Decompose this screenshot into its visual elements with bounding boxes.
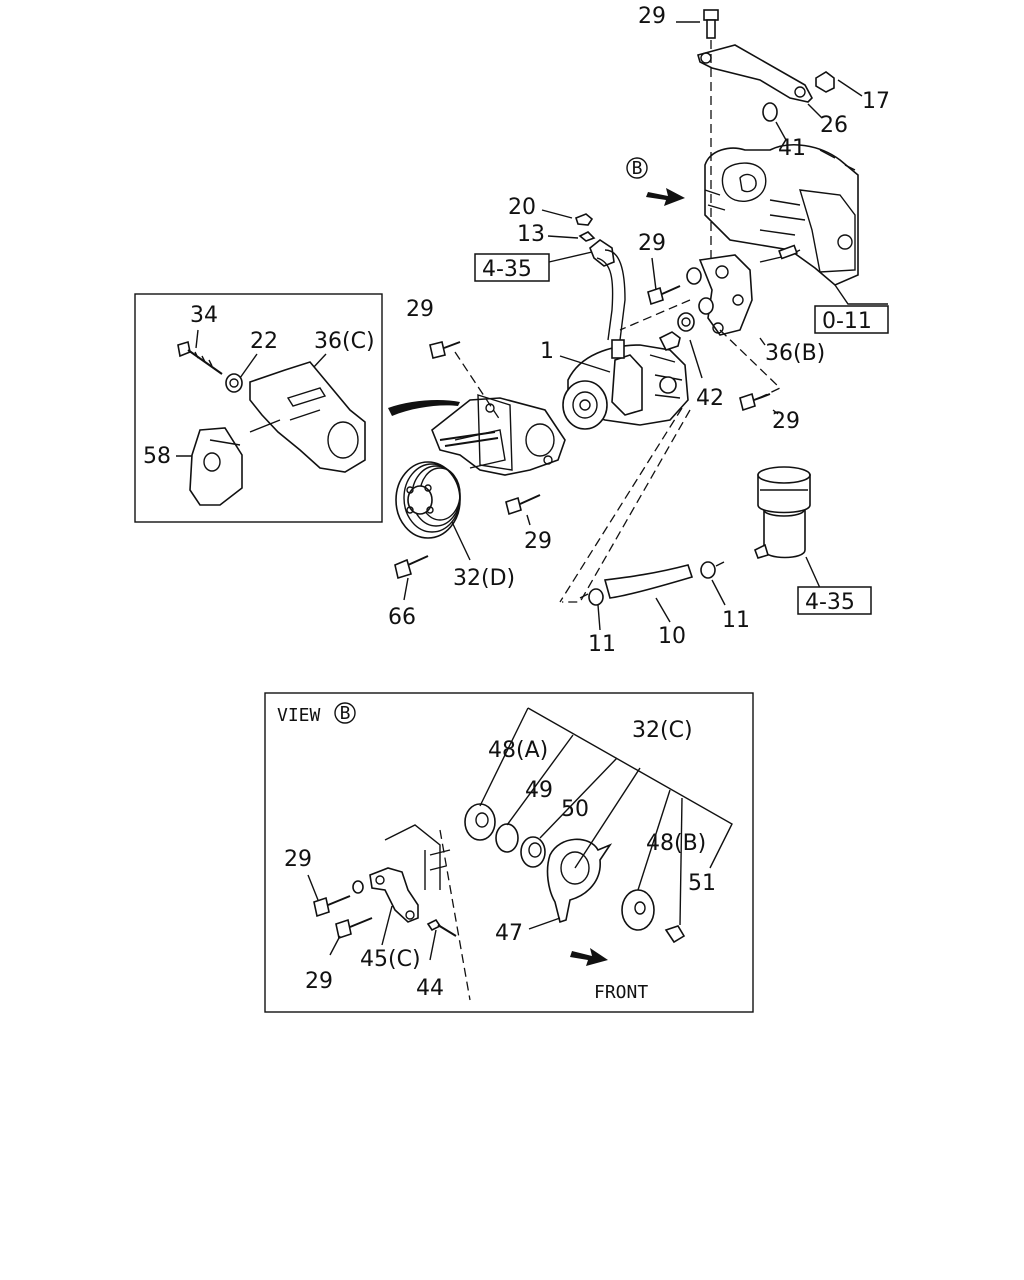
pump-bolts [394,267,771,580]
view-marker-panel: B [340,703,351,724]
callout-66: 66 [388,605,416,630]
callout-20: 20 [508,195,536,220]
callout-42: 42 [696,386,724,411]
front-arrow [570,948,608,966]
ref-4-35-bottom: 4-35 [805,590,855,615]
direction-arrow [646,188,685,206]
callout-13: 13 [517,222,545,247]
ref-0-11: 0-11 [822,309,872,334]
callout-41: 41 [778,136,806,161]
inset-pointer-arrow [388,400,460,416]
engine-block-illustration [698,144,859,336]
ref-box-0-11 [814,305,889,334]
view-marker-top: B [632,158,643,179]
callout-44: 44 [416,976,444,1001]
callout-34: 34 [190,303,218,328]
callout-labels: 29 17 26 41 20 13 29 29 34 22 36(C) 58 1… [143,4,890,1003]
callout-32d: 32(D) [453,566,515,591]
callout-29: 29 [524,529,552,554]
callout-11: 11 [722,608,750,633]
callout-48a: 48(A) [488,738,548,763]
callout-22: 22 [250,329,278,354]
view-marker-circle-top [626,157,648,179]
callout-1: 1 [540,339,554,364]
view-marker-labels: B B [340,158,643,724]
callout-29: 29 [406,297,434,322]
power-steering-pump-illustration [562,331,689,430]
ref-box-4-35-top [474,253,550,282]
callout-17: 17 [862,89,890,114]
pulley-illustration [395,461,461,539]
callout-10: 10 [658,624,686,649]
pressure-hose-illustration [575,213,626,341]
callout-29: 29 [772,409,800,434]
callout-49: 49 [525,778,553,803]
return-hose-illustration [579,561,725,606]
callout-45c: 45(C) [360,947,421,972]
view-b-leader-lines [307,707,733,1001]
reference-labels: 4-35 0-11 4-35 [482,257,872,615]
callout-58: 58 [143,444,171,469]
view-b-parts-illustration [313,803,686,944]
callout-26: 26 [820,113,848,138]
pump-bracket-illustration [431,394,566,476]
ref-4-35-top: 4-35 [482,257,532,282]
detail-inset-panel [134,293,383,523]
callout-29: 29 [284,847,312,872]
callout-50: 50 [561,797,589,822]
callout-29: 29 [305,969,333,994]
callout-32c: 32(C) [632,718,693,743]
callout-11: 11 [588,632,616,657]
reservoir-illustration [753,466,811,559]
callout-47: 47 [495,921,523,946]
stay-bracket-assembly [697,9,835,262]
callout-29: 29 [638,4,666,29]
view-marker-circle-panel [334,702,356,724]
callout-29: 29 [638,231,666,256]
inset-bracket-illustration [177,340,366,506]
callout-36b: 36(B) [765,341,825,366]
view-title: VIEW [277,705,321,726]
callout-36c: 36(C) [314,329,375,354]
front-label: FRONT [594,982,648,1003]
view-b-panel [264,692,754,1013]
ref-box-4-35-bottom [797,586,872,615]
callout-48b: 48(B) [646,831,706,856]
callout-51: 51 [688,871,716,896]
